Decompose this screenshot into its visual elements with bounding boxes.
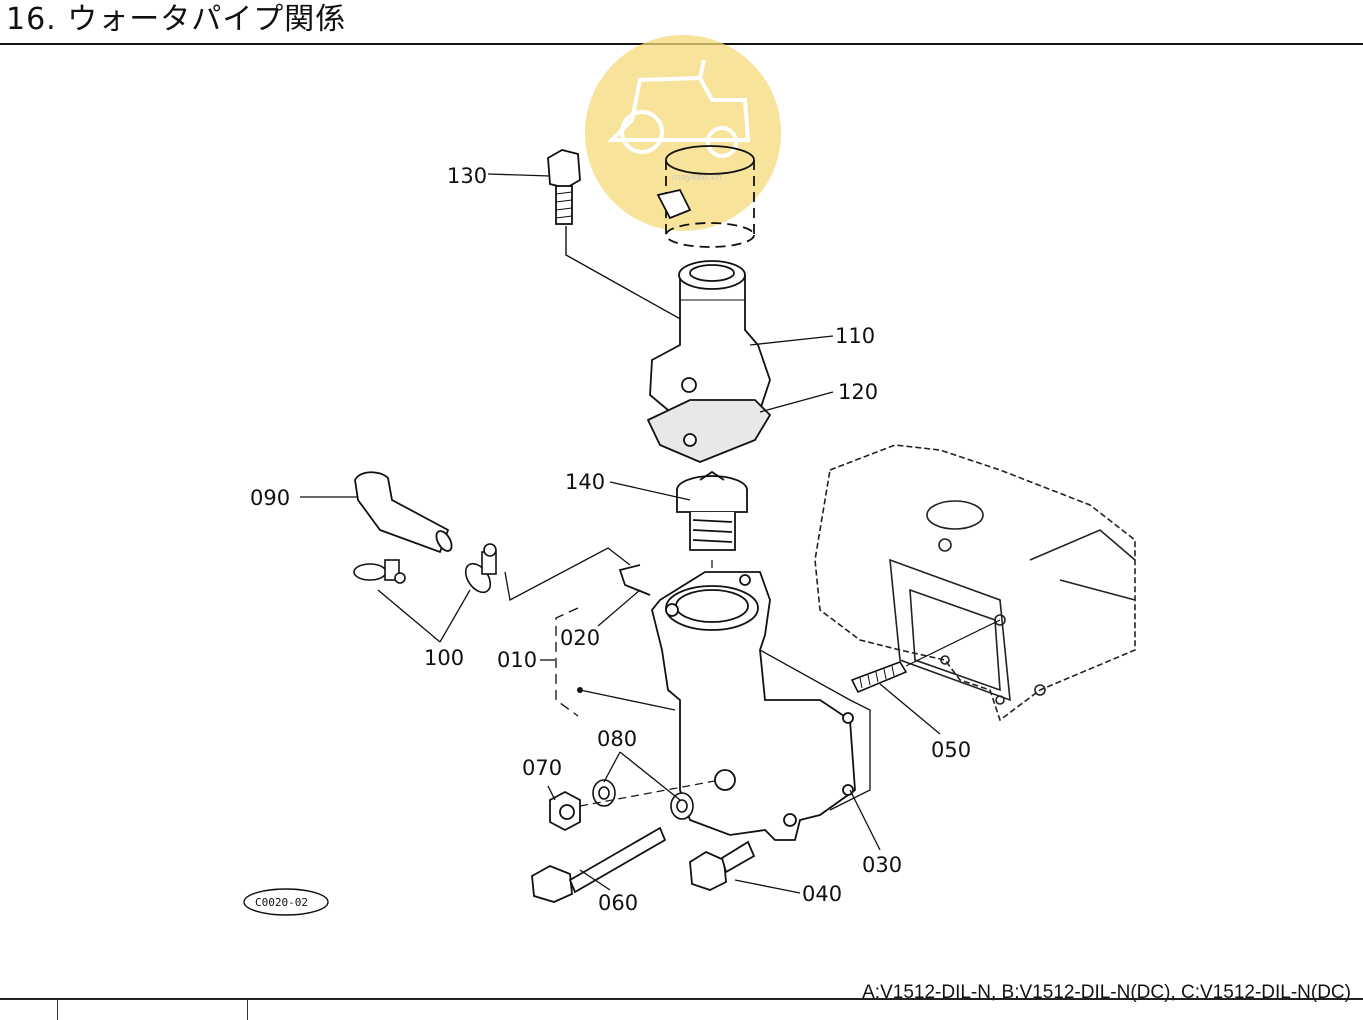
- bracket-010: [555, 607, 579, 717]
- label-080: 080: [597, 727, 637, 751]
- label-070: 070: [522, 756, 562, 780]
- label-100: 100: [424, 646, 464, 670]
- table-divider: [247, 1000, 248, 1020]
- thermostat-housing: [618, 564, 871, 841]
- washers-080: [592, 779, 694, 820]
- label-060: 060: [598, 891, 638, 915]
- plug-040: [689, 840, 756, 891]
- page-title: 16. ウォータパイプ関係: [6, 2, 347, 37]
- nut-axis: [579, 779, 721, 807]
- stud-050: [850, 661, 908, 694]
- upper-hose-clamp: [656, 145, 755, 248]
- hose-090: [354, 471, 453, 554]
- figure-code-oval: [243, 888, 329, 916]
- bolt-130: [547, 149, 581, 225]
- label-140: 140: [565, 470, 605, 494]
- label-040: 040: [802, 882, 842, 906]
- label-130: 130: [447, 164, 487, 188]
- bolt-060: [531, 826, 667, 903]
- label-110: 110: [835, 324, 875, 348]
- hose-clamps-100: [353, 543, 497, 594]
- label-120: 120: [838, 380, 878, 404]
- label-090: 090: [250, 486, 290, 510]
- bottom-rule: [0, 998, 1363, 1000]
- watermark-text: maykeo.vn: [672, 173, 722, 183]
- label-020: 020: [560, 626, 600, 650]
- water-outlet-110: [649, 260, 771, 421]
- engine-block: [814, 444, 1136, 722]
- thermostat-140: [676, 470, 748, 551]
- hose-route-line: [504, 547, 631, 601]
- stud-050-leader-axis: [905, 619, 1001, 667]
- watermark: maykeo.vn: [585, 35, 781, 231]
- tractor-icon: [607, 59, 751, 158]
- table-divider: [57, 1000, 58, 1020]
- label-010: 010: [497, 648, 537, 672]
- gasket-120: [646, 399, 772, 463]
- nut-070: [549, 790, 581, 832]
- label-050: 050: [931, 738, 971, 762]
- applicable-models: A:V1512-DIL-N, B:V1512-DIL-N(DC), C:V151…: [862, 982, 1351, 1003]
- figure-code: C0020-02: [255, 896, 308, 909]
- leader-130-dashed: [565, 226, 701, 331]
- leader-lines: [300, 173, 941, 894]
- label-030: 030: [862, 853, 902, 877]
